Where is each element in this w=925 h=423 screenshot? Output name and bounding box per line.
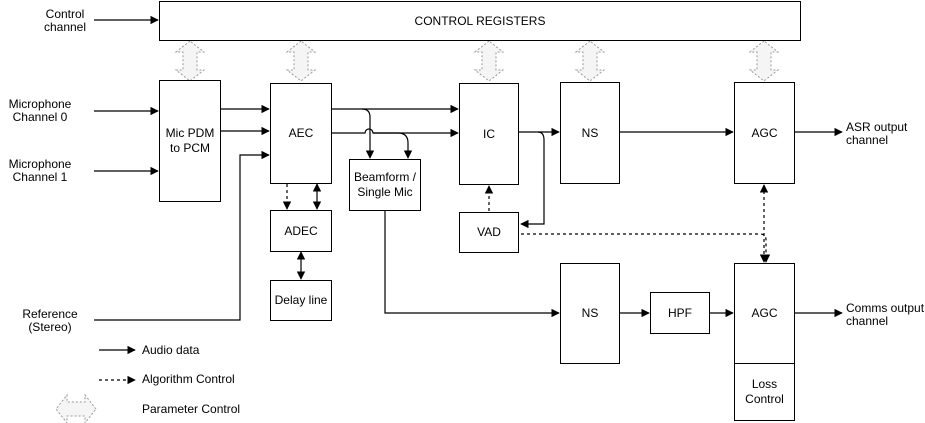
param-arrow-ic <box>474 40 504 82</box>
legend-algorithm-label: Algorithm Control <box>142 372 235 386</box>
vad-block: VAD <box>459 212 519 253</box>
aec-label: AEC <box>288 126 314 140</box>
aec-to-ic-lower <box>332 128 459 138</box>
agc-top-label: AGC <box>751 125 778 140</box>
legend-parameter-label: Parameter Control <box>142 402 241 416</box>
adec-label: ADEC <box>284 223 318 238</box>
loss-control-label-1: Loss <box>751 377 778 391</box>
reference-label: Reference(Stereo) <box>22 307 78 334</box>
tap-to-beamform-2 <box>373 132 413 159</box>
legend-audio-label: Audio data <box>142 343 200 357</box>
ns-top-block: NS <box>560 82 620 184</box>
ns-top-label: NS <box>581 125 599 140</box>
beamform-label-2: Single Mic <box>357 185 413 199</box>
agc-bottom-label: AGC <box>751 306 778 320</box>
tap-to-beamform-1 <box>361 108 375 159</box>
control-registers-block: CONTROL REGISTERS <box>159 1 801 41</box>
ns-bottom-label: NS <box>581 306 599 320</box>
ic-block: IC <box>459 83 519 185</box>
reference-to-aec <box>94 150 270 321</box>
param-arrow-agc <box>749 40 779 82</box>
beamform-label-1: Beamform / <box>353 170 416 184</box>
vad-to-agc-control <box>521 233 771 263</box>
param-arrow-mic-pdm <box>175 40 205 82</box>
ic-label: IC <box>483 126 495 141</box>
ns-bottom-block: NS <box>560 263 620 364</box>
beamform-block: Beamform /Single Mic <box>349 159 421 211</box>
hpf-label: HPF <box>668 305 692 320</box>
ic-to-vad <box>520 131 545 229</box>
vad-label: VAD <box>477 225 501 239</box>
delay-line-label: Delay line <box>274 293 328 307</box>
agc-top-block: AGC <box>734 82 795 184</box>
adec-block: ADEC <box>270 210 332 252</box>
aec-block: AEC <box>270 83 332 184</box>
hpf-block: HPF <box>650 292 710 334</box>
mic-pdm-label-1: Mic PDM <box>165 126 215 140</box>
param-arrow-aec <box>286 40 316 82</box>
agc-bottom-block: AGC <box>734 263 795 364</box>
loss-control-label-2: Control <box>745 392 784 406</box>
legend-parameter-arrow <box>55 394 97 423</box>
param-arrow-ns <box>575 40 605 82</box>
mic-pdm-label-2: to PCM <box>169 141 210 155</box>
delay-line-block: Delay line <box>270 280 332 321</box>
beamform-to-ns-bottom <box>384 211 560 318</box>
control-registers-label: CONTROL REGISTERS <box>414 13 546 28</box>
